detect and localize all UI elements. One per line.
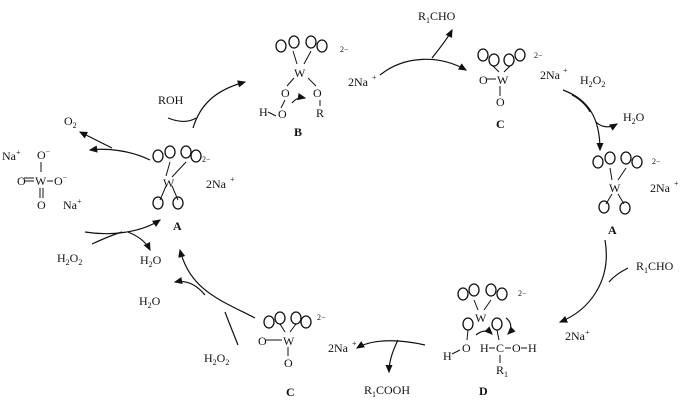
c-top-oxygen-left: O: [479, 73, 488, 87]
b-r-group: R: [316, 106, 324, 120]
arrow-h2o-out-left: [127, 231, 151, 252]
arrow-h2o2-in-right: [571, 94, 591, 113]
d-hydrogen-mid: H: [480, 341, 489, 355]
a-left-tungsten: W: [163, 176, 175, 190]
a-left-sodium-plus: +: [230, 175, 235, 184]
arrow-h2o2-in-bottom: [224, 311, 239, 346]
b-tungsten: W: [294, 66, 306, 80]
arrow-r1cho-in: [608, 267, 629, 283]
species-a-right: W 2− 2Na + A: [592, 151, 679, 237]
species-b: W 2− O O O H R 2Na + B: [259, 35, 377, 139]
c-bottom-oxygen-bottom: O: [284, 356, 293, 370]
reagent-h2o2-left: H2O2: [57, 251, 82, 267]
a-right-tungsten: W: [609, 181, 621, 195]
reagent-h2o2-top-right: H2O2: [580, 73, 605, 89]
reagent-r1cho-right: R1CHO: [636, 259, 674, 275]
label-b: B: [294, 125, 302, 139]
tungstate-o-top: O−: [37, 147, 51, 162]
label-a-left: A: [173, 219, 182, 233]
b-oxygen-2: O: [313, 86, 322, 100]
tungstate-w: W: [35, 174, 47, 188]
b-sodium: 2Na: [348, 75, 369, 89]
a-right-charge: 2−: [652, 157, 661, 166]
label-d: D: [479, 384, 488, 398]
sodium-tungstate: Na+ O− O W O− O Na+: [2, 147, 82, 212]
reagent-h2o-left: H2O: [140, 253, 162, 269]
b-oxygen-3: O: [278, 107, 287, 121]
arrow-a-to-tungstate: [88, 145, 151, 161]
c-bottom-oxygen-left: O: [258, 334, 267, 348]
d-hydrogen-right: H: [528, 341, 537, 355]
tungstate-na-bottom: Na+: [63, 197, 82, 212]
reagent-roh: ROH: [158, 93, 184, 107]
d-tungsten: W: [475, 311, 487, 325]
arrow-o2-out: [78, 131, 113, 149]
species-c-bottom: W O O 2− 2Na + C: [258, 311, 357, 399]
tungstate-na-top: Na+: [2, 148, 21, 163]
c-top-sodium-plus: +: [563, 66, 568, 75]
arrow-h2o-out-right: [595, 121, 619, 131]
tungstate-o-bottom: O: [37, 198, 46, 212]
c-top-oxygen-bottom: O: [496, 95, 505, 109]
arrow-c-to-a: [562, 89, 604, 152]
arrow-r1cooh-out: [385, 339, 399, 374]
tungstate-o-right: O−: [54, 173, 68, 188]
reagent-o2: O2: [64, 114, 77, 130]
d-hydrogen-left: H: [443, 349, 452, 363]
reagent-h2o-bottom: H2O: [139, 294, 161, 310]
b-oxygen-1: O: [281, 86, 290, 100]
arrow-c-to-a-left: [178, 248, 256, 319]
arrow-r1cho-out: [431, 28, 453, 59]
a-right-sodium-plus: +: [674, 179, 679, 188]
d-charge: 2−: [518, 289, 527, 298]
arrow-a-to-b: [192, 80, 247, 129]
species-c-top: W O O 2− 2Na + C: [477, 48, 568, 131]
b-sodium-plus: +: [372, 73, 377, 82]
label-a-right: A: [608, 223, 617, 237]
arrow-roh-in: [167, 117, 197, 122]
a-left-charge: 2−: [202, 155, 211, 164]
arrow-b-to-c: [379, 58, 468, 76]
b-hydrogen: H: [259, 105, 268, 119]
reagent-r1cho-top: R1CHO: [418, 9, 456, 25]
arrow-h2o-out-bottom: [173, 277, 206, 296]
arrow-a-to-d: [558, 239, 607, 323]
reagent-h2o-top-right: H2O: [623, 110, 645, 126]
d-r1: R1: [496, 363, 508, 379]
label-c-top: C: [496, 117, 505, 131]
arrow-d-to-c: [355, 340, 426, 349]
species-a-left: W 2− 2Na + A: [152, 145, 235, 233]
arrow-h2o2-in-left: [91, 231, 123, 245]
arrow-tungstate-to-a: [84, 219, 162, 235]
c-bottom-charge: 2−: [317, 313, 326, 322]
a-right-sodium: 2Na: [650, 181, 671, 195]
species-d: W 2− O H H C O H R1 D: [443, 283, 537, 398]
b-charge: 2−: [340, 45, 349, 54]
c-bottom-tungsten: W: [283, 334, 295, 348]
d-oxygen-right: O: [512, 341, 521, 355]
reagent-h2o2-bottom: H2O2: [204, 351, 229, 367]
a-left-sodium: 2Na: [206, 177, 227, 191]
tungstate-o-left: O: [17, 174, 26, 188]
label-c-bottom: C: [286, 385, 295, 399]
d-sodium: 2Na+: [565, 328, 590, 343]
c-top-tungsten: W: [497, 73, 509, 87]
c-bottom-sodium-plus: +: [352, 339, 357, 348]
c-top-sodium: 2Na: [540, 68, 561, 82]
reagent-r1cooh: R1COOH: [364, 383, 410, 399]
c-top-charge: 2−: [534, 51, 543, 60]
c-bottom-sodium: 2Na: [328, 341, 349, 355]
d-carbon: C: [496, 341, 504, 355]
d-oxygen-left: O: [462, 341, 471, 355]
